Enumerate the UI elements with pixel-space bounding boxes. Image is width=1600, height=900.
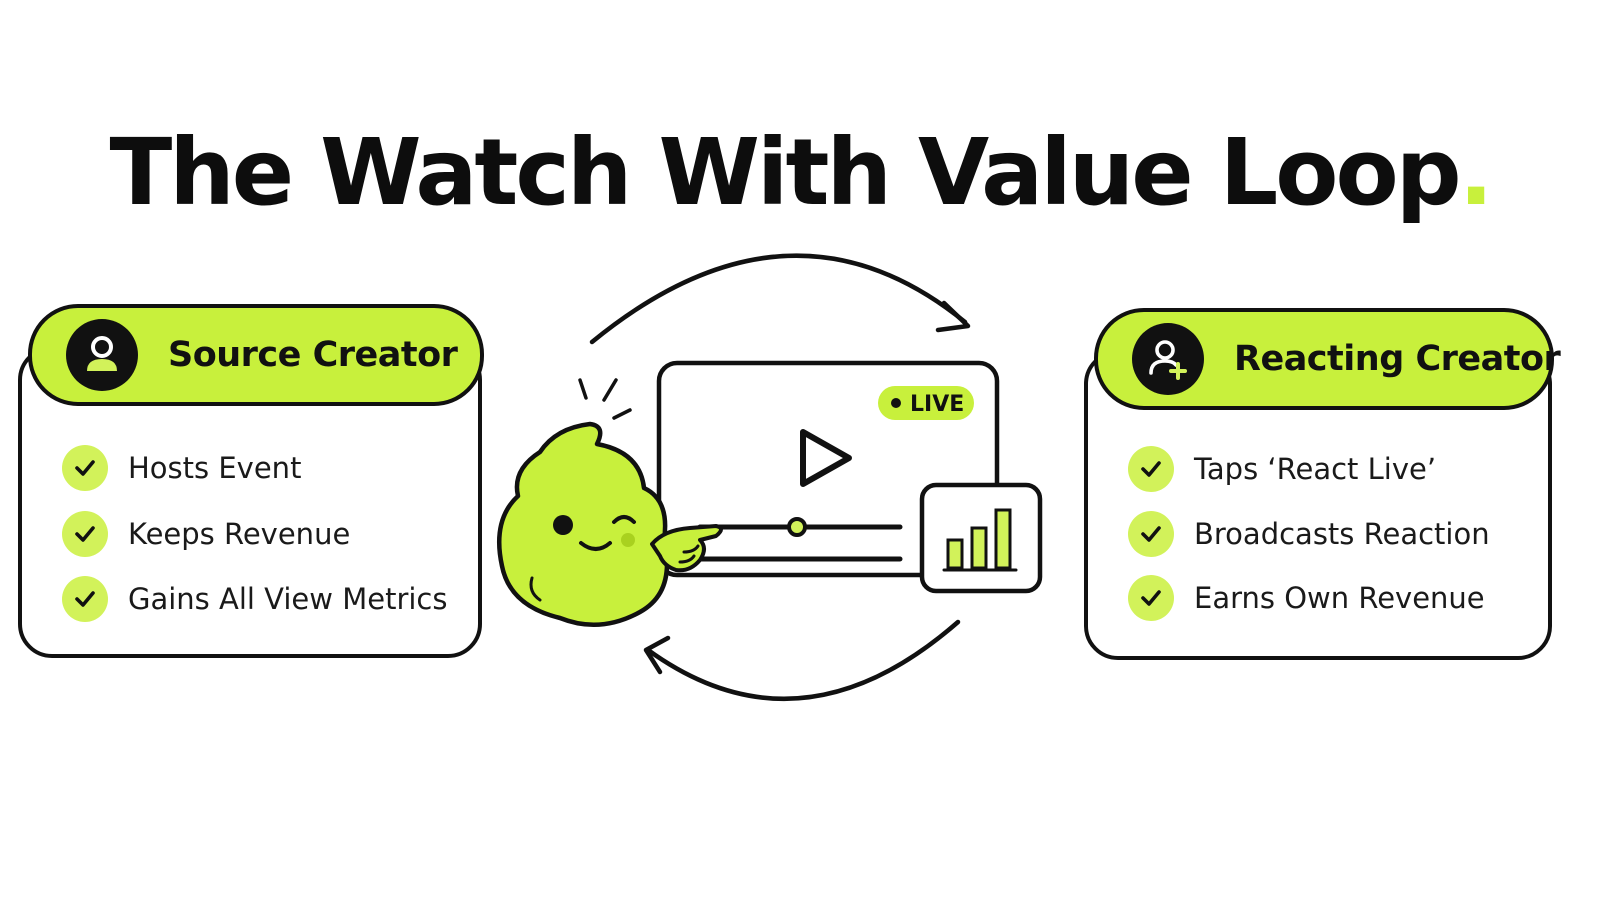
list-item-label: Broadcasts Reaction — [1194, 517, 1490, 551]
live-badge: LIVE — [878, 386, 974, 420]
progress-handle — [787, 517, 807, 537]
reacting-creator-title: Reacting Creator — [1234, 339, 1561, 379]
source-creator-title: Source Creator — [168, 335, 458, 375]
source-creator-card: Source Creator Hosts Event Keeps Revenue… — [18, 304, 484, 658]
title-dot: . — [1458, 119, 1494, 226]
list-item: Taps ‘React Live’ — [1128, 446, 1436, 492]
play-icon — [800, 429, 852, 487]
user-icon — [66, 319, 138, 391]
reacting-creator-header: Reacting Creator — [1094, 308, 1561, 410]
list-item: Broadcasts Reaction — [1128, 511, 1490, 557]
check-icon — [62, 445, 108, 491]
list-item-label: Hosts Event — [128, 451, 302, 485]
user-plus-icon — [1132, 323, 1204, 395]
list-item: Gains All View Metrics — [62, 576, 447, 622]
check-icon — [62, 511, 108, 557]
check-icon — [1128, 575, 1174, 621]
title-text: The Watch With Value Loop — [109, 119, 1461, 226]
loop-arrow-top — [589, 253, 971, 345]
loop-arrow-bottom — [643, 619, 961, 702]
live-dot — [891, 398, 901, 408]
reacting-creator-card: Reacting Creator Taps ‘React Live’ Broad… — [1084, 308, 1561, 660]
list-item-label: Keeps Revenue — [128, 517, 351, 551]
check-icon — [62, 576, 108, 622]
source-creator-header: Source Creator — [28, 304, 484, 406]
live-label: LIVE — [910, 392, 964, 417]
page-title: The Watch With Value Loop. — [0, 118, 1600, 228]
list-item: Hosts Event — [62, 445, 301, 491]
list-item-label: Earns Own Revenue — [1194, 581, 1485, 615]
list-item-label: Taps ‘React Live’ — [1194, 452, 1437, 486]
list-item: Earns Own Revenue — [1128, 575, 1485, 621]
list-item: Keeps Revenue — [62, 511, 350, 557]
list-item-label: Gains All View Metrics — [128, 582, 448, 616]
check-icon — [1128, 511, 1174, 557]
bar-chart-icon — [919, 482, 1043, 594]
mascot-icon — [497, 378, 723, 627]
check-icon — [1128, 446, 1174, 492]
